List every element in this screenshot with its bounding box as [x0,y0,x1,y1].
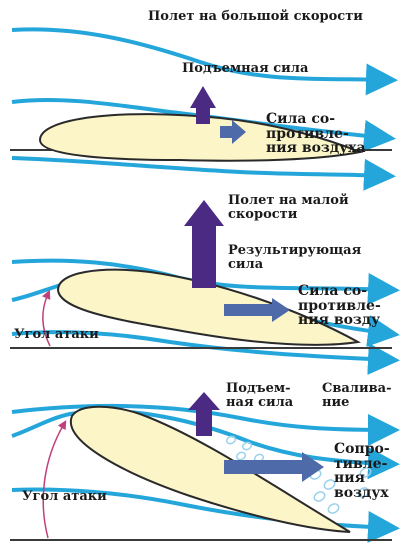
drag-label: Сопро- тивле- ния воздух [334,441,390,502]
angle-of-attack-arc [42,289,51,347]
panel-stall [10,392,400,543]
drag-label: Сила со- противле- ния воздуха [266,111,366,157]
lift-arrow [188,392,220,436]
drag-arrow [220,120,246,144]
stall-label: Свалива- ние [322,381,392,410]
panel-high-speed [10,27,398,191]
lift-label: Подъемная сила [182,61,309,76]
airflow-line-under-wing [11,330,400,375]
diagram-title: Полет на большой скорости [148,9,363,24]
airflow-line-upper [11,403,400,446]
lift-arrow [190,86,216,124]
airflow-line-over-wing [11,97,396,152]
low-speed-label: Полет на малой скорости [228,193,349,222]
wing-profile [38,113,364,162]
drag-arrow [224,452,324,482]
drag-arrow [224,298,290,322]
angle-of-attack-label: Угол атаки [22,489,107,504]
drag-label: Сила со- противле- ния возду [298,283,381,329]
resultant-force-label: Результирующая сила [228,243,362,272]
airflow-line-under-wing [11,156,396,191]
wing-profile [69,405,351,533]
angle-of-attack-arc [42,420,67,539]
panel-low-speed [10,200,400,375]
angle-of-attack-label: Угол атаки [14,327,99,342]
airflow-line-upper [11,27,398,96]
lift-label: Подъем- ная сила [226,381,294,410]
wing-profile [56,268,362,346]
resultant-force-arrow [184,200,224,288]
